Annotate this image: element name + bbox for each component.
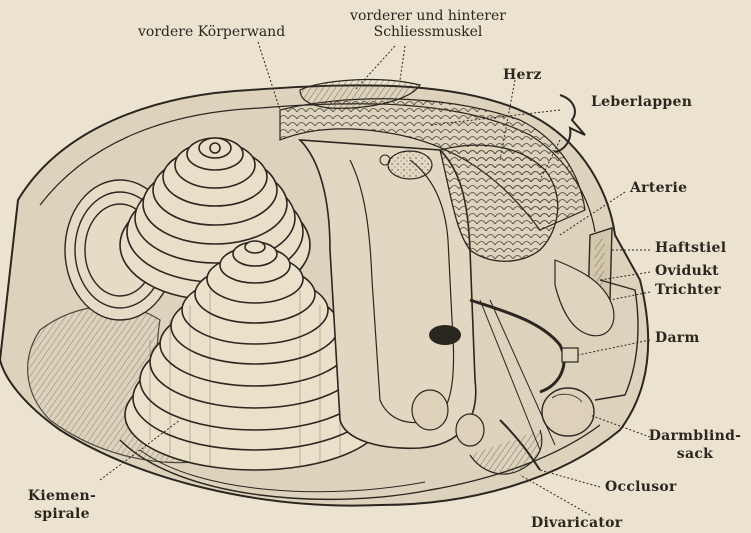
label-kiemenspirale-line2: spirale	[22, 506, 102, 522]
label-occlusor: Occlusor	[605, 479, 677, 495]
label-schliessmuskel-line1: vorderer und hinterer	[330, 8, 526, 24]
label-schliessmuskel-line2: Schliessmuskel	[330, 24, 526, 40]
label-leberlappen: Leberlappen	[591, 94, 692, 110]
label-herz: Herz	[503, 67, 542, 83]
blind-sack	[542, 388, 594, 436]
label-ovidukt: Ovidukt	[655, 263, 719, 279]
label-trichter: Trichter	[655, 282, 721, 298]
label-darm: Darm	[655, 330, 700, 346]
label-darmblindsack-line2: sack	[645, 446, 745, 462]
label-arterie: Arterie	[630, 180, 687, 196]
label-haftstiel: Haftstiel	[655, 240, 726, 256]
heart	[388, 151, 432, 179]
label-kiemenspirale-line1: Kiemen-	[22, 488, 102, 504]
label-darmblindsack-line1: Darmblind-	[645, 428, 745, 444]
intestine-box	[562, 348, 578, 362]
label-divaricator: Divaricator	[531, 515, 622, 531]
label-vordere-koerperwand: vordere Körperwand	[138, 24, 285, 40]
